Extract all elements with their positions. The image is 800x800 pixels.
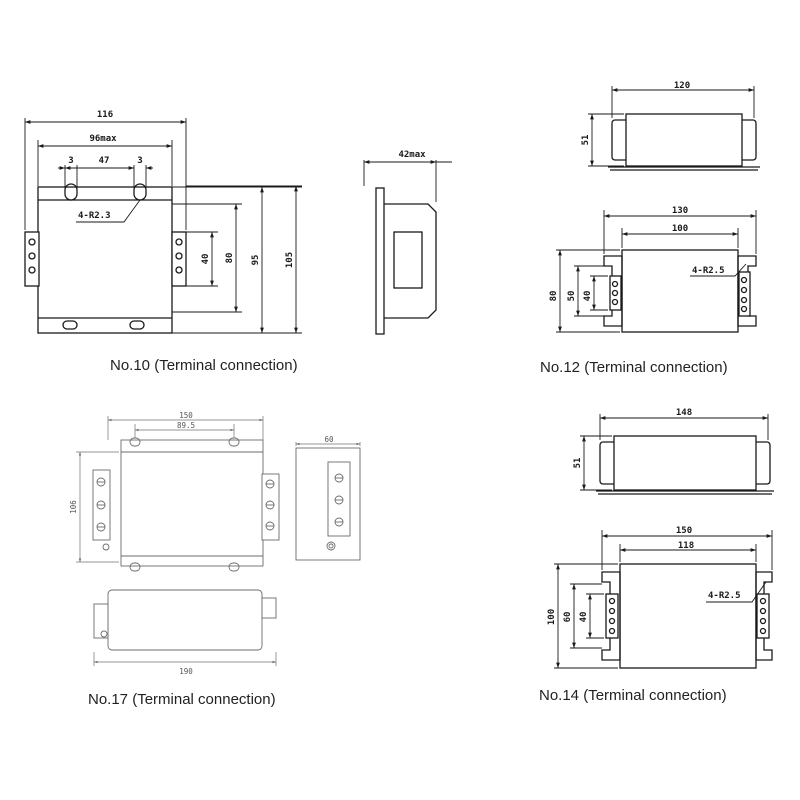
no10-mount-slot [129, 320, 145, 330]
no14-dim-height: 100 [547, 609, 557, 625]
no10-dim-inner-height: 80 [225, 253, 235, 264]
no10-dim-overall-width: 116 [97, 110, 113, 120]
no17-dim-bottom-width: 190 [179, 667, 193, 676]
no12-front-view: 130 100 4-R2.5 80 50 40 [549, 206, 757, 333]
no17-front-view: 150 89.5 106 [69, 411, 280, 572]
no10-side-window [393, 231, 423, 289]
no17-bottom-terminal-left [93, 603, 109, 639]
no10-side-view: 42max [363, 150, 452, 335]
no12-dim-overall-width: 130 [672, 206, 688, 216]
no12-terminal-block-right [738, 271, 751, 317]
no17-terminal-block-right [261, 473, 280, 541]
no10-mount-slot [64, 183, 78, 201]
no17-bottom-view: 190 [93, 589, 277, 676]
no14-front-view: 150 118 4-R2.5 100 60 40 [547, 526, 773, 669]
no14-dim-overall-width: 150 [676, 526, 692, 536]
no10-housing [37, 186, 173, 334]
no17-dim-overall-width: 150 [179, 411, 193, 420]
no12-top-body [625, 113, 743, 167]
no10-dim-body-height: 95 [251, 255, 261, 266]
no14-top-dim-height: 51 [573, 458, 583, 469]
no12-dim-hole-spacing: 100 [672, 224, 688, 234]
caption-no10: No.10 (Terminal connection) [110, 357, 298, 374]
no10-dim-offset-left: 3 [68, 156, 73, 166]
no10-mount-slot [62, 320, 78, 330]
no10-dim-overall-height: 105 [285, 252, 295, 268]
no10-dim-terminal-height: 40 [201, 254, 211, 265]
no12-callout-holes: 4-R2.5 [692, 266, 725, 276]
no17-dim-hole-spacing: 89.5 [177, 421, 195, 430]
no17-side-view: 60 [295, 435, 361, 561]
no12-top-dim-height: 51 [581, 135, 591, 146]
no14-flange-left [601, 571, 621, 661]
no12-top-view: 120 51 [581, 81, 760, 171]
no17-housing [120, 439, 264, 567]
no17-bottom-terminal-right [261, 597, 277, 619]
no17-dim-height: 106 [69, 500, 78, 514]
no14-top-body [613, 435, 757, 491]
no10-side-flange [375, 187, 385, 335]
no14-top-view: 148 51 [573, 408, 774, 495]
no17-side-dim-depth: 60 [324, 435, 334, 444]
no10-side-body [384, 203, 437, 319]
no14-dim-hole-spacing: 118 [678, 541, 694, 551]
no14-terminal-block-right [756, 593, 770, 639]
no12-flange-right [737, 255, 757, 327]
no12-dim-height: 80 [549, 291, 559, 302]
no14-callout-holes: 4-R2.5 [708, 591, 741, 601]
no12-terminal-block-left [609, 275, 622, 311]
no12-top-dim-width: 120 [674, 81, 690, 91]
no14-top-dim-width: 148 [676, 408, 692, 418]
no10-terminal-block-left [24, 231, 40, 287]
no14-dim-inner-height: 60 [563, 612, 573, 623]
no10-front-view: 116 96max 3 47 3 4-R2.3 40 80 95 105 [24, 110, 302, 334]
no12-dim-inner-height: 50 [567, 291, 577, 302]
no17-terminal-block-left [92, 469, 111, 551]
caption-no14: No.14 (Terminal connection) [539, 687, 727, 704]
no14-terminal-block-left [605, 593, 619, 639]
no14-dim-terminal-height: 40 [579, 612, 589, 623]
caption-no17: No.17 (Terminal connection) [88, 691, 276, 708]
no10-dim-hole-spacing: 47 [99, 156, 110, 166]
no10-callout-holes: 4-R2.3 [78, 211, 111, 221]
no10-dim-offset-right: 3 [137, 156, 142, 166]
caption-no12: No.12 (Terminal connection) [540, 359, 728, 376]
no14-housing [619, 563, 757, 669]
no12-dim-terminal-height: 40 [583, 291, 593, 302]
no14-flange-right [755, 571, 773, 661]
no10-terminal-block-right [171, 231, 187, 287]
no12-housing [621, 249, 739, 333]
no17-side-terminal-block [327, 461, 351, 537]
no10-dim-body-width: 96max [89, 134, 117, 144]
no10-side-dim-depth: 42max [398, 150, 426, 160]
no17-bottom-housing [107, 589, 263, 651]
